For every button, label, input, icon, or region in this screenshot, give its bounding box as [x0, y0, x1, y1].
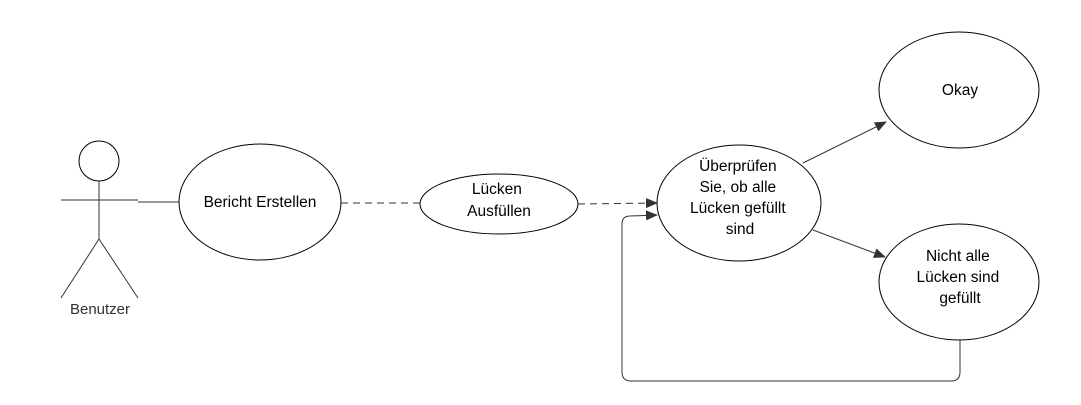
label-nicht-alle: Nicht alle Lücken sind gefüllt — [916, 248, 1003, 307]
label-luecken-ausfuellen: Lücken Ausfüllen — [467, 181, 531, 220]
ellipse-okay — [878, 31, 1040, 149]
use-case-nicht-alle: Nicht alle Lücken sind gefüllt — [878, 223, 1040, 341]
label-bericht-erstellen: Bericht Erstellen — [204, 194, 317, 211]
ellipse-bericht-erstellen — [178, 143, 342, 261]
ellipse-ueberpruefen — [656, 144, 822, 262]
dashed-arrow-2 — [577, 198, 658, 209]
ellipse-luecken-ausfuellen — [419, 173, 579, 235]
use-case-ueberpruefen: Überprüfen Sie, ob alle Lücken gefüllt s… — [656, 144, 822, 262]
actor-label: Benutzer — [70, 301, 130, 318]
arrow-to-okay — [802, 121, 887, 164]
actor-head — [78, 140, 120, 182]
label-ueberpruefen: Überprüfen Sie, ob alle Lücken gefüllt s… — [690, 157, 790, 238]
label-okay: Okay — [942, 82, 978, 99]
actor-left-leg — [60, 238, 100, 299]
use-case-bericht-erstellen: Bericht Erstellen — [178, 143, 342, 261]
actor-benutzer: Benutzer — [60, 140, 139, 318]
actor-right-leg — [98, 238, 139, 299]
use-case-okay: Okay — [878, 31, 1040, 149]
use-case-luecken-ausfuellen: Lücken Ausfüllen — [419, 173, 579, 235]
arrow-to-nicht-alle — [812, 229, 886, 258]
loop-back-arrow — [621, 210, 961, 382]
ellipse-nicht-alle — [878, 223, 1040, 341]
